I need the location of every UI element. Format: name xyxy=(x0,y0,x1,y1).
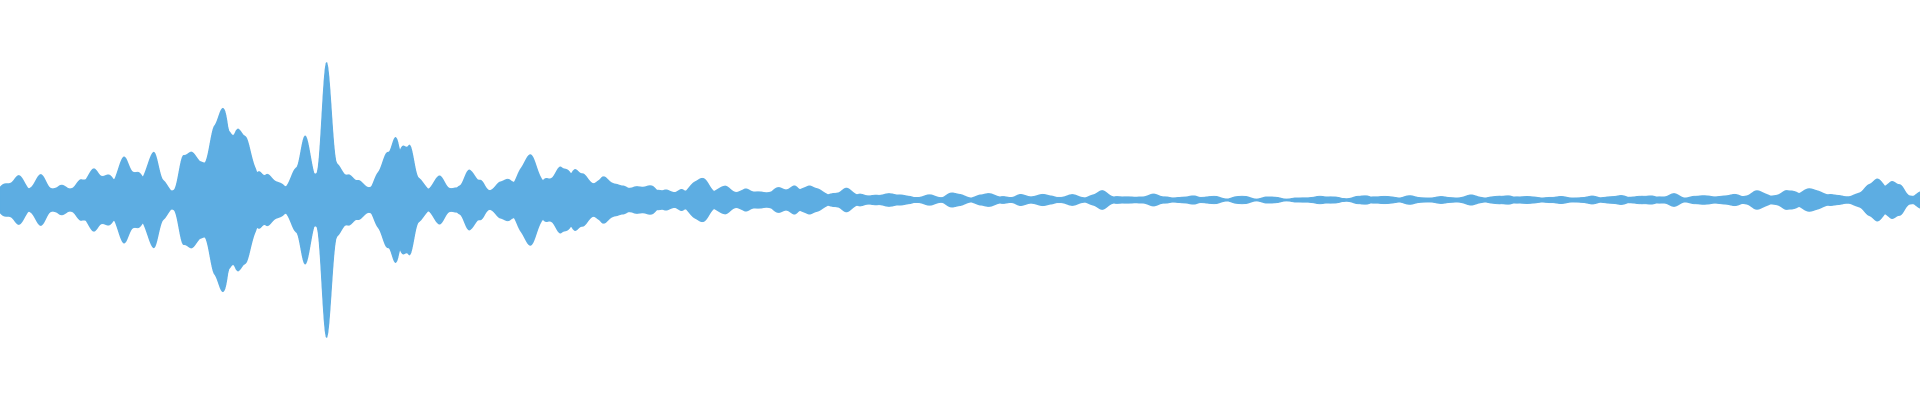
waveform-shape xyxy=(0,62,1920,338)
